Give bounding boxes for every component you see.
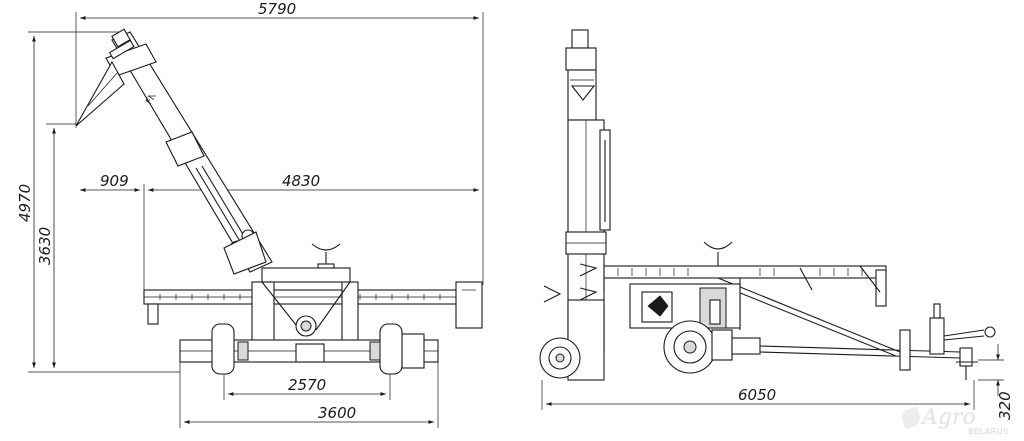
vertical-auger <box>543 29 611 381</box>
dim-label-6050: 6050 <box>738 386 776 404</box>
dimension-total-length: 6050 <box>541 380 975 410</box>
dim-label-5790: 5790 <box>258 0 296 18</box>
dim-label-4830: 4830 <box>282 172 320 190</box>
side-frame <box>603 265 901 357</box>
dim-label-4970: 4970 <box>16 184 34 222</box>
saddle-support <box>311 243 341 271</box>
front-wheel <box>539 337 581 379</box>
chassis-axle <box>179 323 439 375</box>
side-saddle <box>703 241 733 266</box>
dimension-overall-height: 4970 <box>16 31 180 373</box>
main-frame <box>143 267 483 343</box>
dim-label-2570: 2570 <box>288 376 326 394</box>
front-view: 5790 4970 3630 909 4830 <box>16 0 484 428</box>
watermark-brand: Agro <box>922 405 976 430</box>
drawbar <box>759 303 996 380</box>
dimension-track-outer: 3600 <box>179 362 439 428</box>
watermark-sub: BELARUS <box>968 427 1009 436</box>
dim-label-909: 909 <box>100 172 129 190</box>
dim-label-320: 320 <box>996 391 1014 420</box>
dim-label-3600: 3600 <box>318 404 356 422</box>
watermark-logo: Agro BELARUS <box>898 405 1018 436</box>
dim-label-3630: 3630 <box>36 227 54 265</box>
dimension-lift-height: 3630 <box>36 123 76 368</box>
main-wheel <box>663 320 761 374</box>
dimension-track-inner: 2570 <box>223 374 391 400</box>
side-view: 6050 320 <box>539 29 1014 420</box>
dimension-overall-width: 5790 <box>75 0 484 285</box>
dimension-ground-clearance: 320 <box>978 344 1014 420</box>
leaf-icon <box>899 406 923 430</box>
auger-tube: Fl <box>75 28 273 275</box>
